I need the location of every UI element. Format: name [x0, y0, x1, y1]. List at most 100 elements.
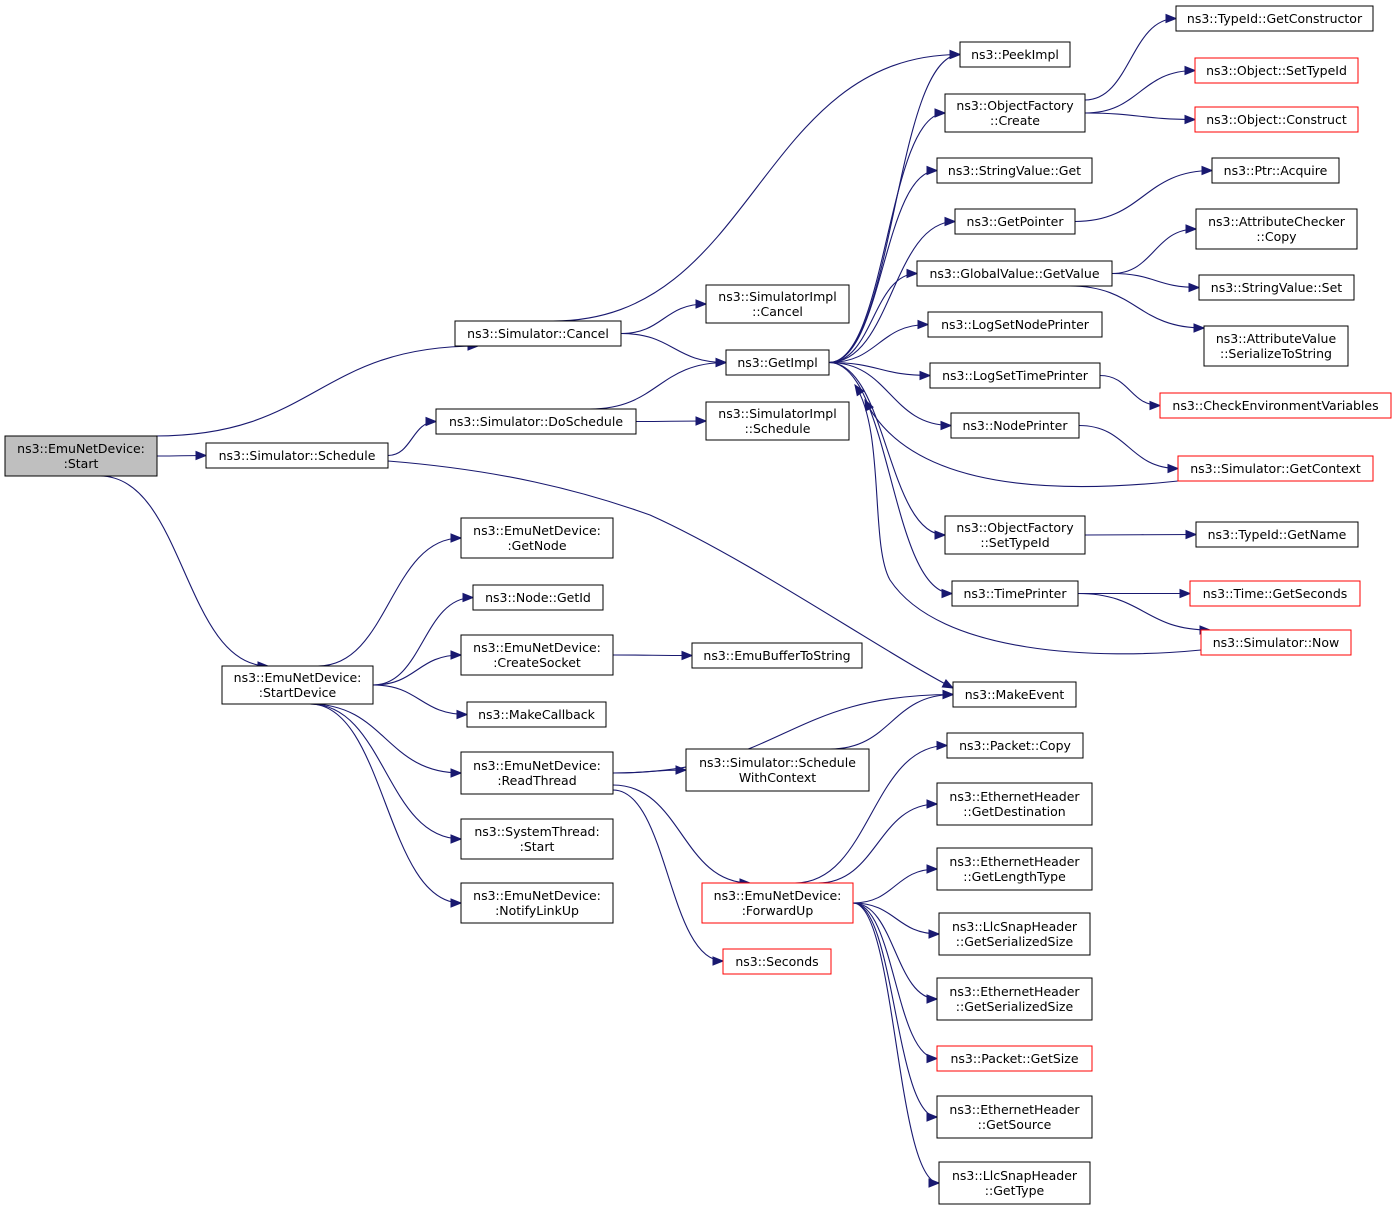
- node-notifylinkup[interactable]: ns3::EmuNetDevice::NotifyLinkUp: [460, 882, 614, 924]
- node-label: ns3::Simulator::GetContext: [1190, 461, 1361, 476]
- node-globalgetvalue[interactable]: ns3::GlobalValue::GetValue: [916, 260, 1113, 287]
- edge-getpointer-to-ptracquire: [1074, 165, 1214, 223]
- node-simschedule[interactable]: ns3::Simulator::Schedule: [205, 442, 389, 469]
- node-box: [1194, 106, 1359, 133]
- edge-getimpl-to-ofcreate: [828, 108, 947, 364]
- edge-readthread-to-seconds: [612, 789, 725, 966]
- node-box: [454, 320, 622, 347]
- node-simnow[interactable]: ns3::Simulator::Now: [1200, 629, 1352, 656]
- node-box: [460, 751, 614, 795]
- edge-nodeprinter-to-getcontext: [1078, 424, 1180, 474]
- node-getimpl[interactable]: ns3::GetImpl: [725, 349, 830, 376]
- node-attrvalueser[interactable]: ns3::AttributeValue::SerializeToString: [1203, 325, 1349, 367]
- node-getpointer[interactable]: ns3::GetPointer: [954, 208, 1076, 235]
- node-label: :CreateSocket: [493, 655, 581, 670]
- node-box: [460, 818, 614, 860]
- node-ofcreate[interactable]: ns3::ObjectFactory::Create: [944, 93, 1086, 133]
- node-doschedule[interactable]: ns3::Simulator::DoSchedule: [435, 408, 637, 435]
- node-label: :Start: [64, 456, 99, 471]
- node-packetcopy[interactable]: ns3::Packet::Copy: [946, 732, 1084, 759]
- node-nodeprinter[interactable]: ns3::NodePrinter: [950, 412, 1080, 439]
- node-forwardup[interactable]: ns3::EmuNetDevice::ForwardUp: [701, 882, 854, 924]
- node-box: [938, 912, 1091, 956]
- node-makeevent[interactable]: ns3::MakeEvent: [952, 681, 1077, 708]
- edge-ofcreate-to-objconstruct: [1084, 112, 1197, 125]
- node-llcgettype[interactable]: ns3::LlcSnapHeader::GetType: [938, 1161, 1091, 1205]
- node-emubuffer[interactable]: ns3::EmuBufferToString: [691, 642, 863, 669]
- node-label: :NotifyLinkUp: [495, 903, 579, 918]
- node-startdevice[interactable]: ns3::EmuNetDevice::StartDevice: [221, 665, 374, 705]
- edge-forwardup-to-packetcopy: [794, 740, 949, 884]
- node-label: ns3::TimePrinter: [964, 586, 1068, 601]
- node-ethgetdest[interactable]: ns3::EthernetHeader::GetDestination: [936, 782, 1093, 826]
- node-getcontext[interactable]: ns3::Simulator::GetContext: [1177, 455, 1374, 482]
- node-makecallback[interactable]: ns3::MakeCallback: [466, 701, 607, 728]
- node-label: ns3::LogSetNodePrinter: [941, 317, 1090, 332]
- edge-simcancel-to-simimplcancel: [620, 299, 708, 335]
- node-label: ns3::EmuNetDevice:: [473, 758, 601, 773]
- node-ptracquire[interactable]: ns3::Ptr::Acquire: [1211, 157, 1340, 184]
- node-typeidgetname[interactable]: ns3::TypeId::GetName: [1195, 521, 1359, 548]
- node-ethgetsource[interactable]: ns3::EthernetHeader::GetSource: [936, 1095, 1093, 1139]
- node-stringvalueset[interactable]: ns3::StringValue::Set: [1198, 274, 1355, 301]
- node-nodegetid[interactable]: ns3::Node::GetId: [472, 584, 604, 611]
- node-objsettypeid[interactable]: ns3::Object::SetTypeId: [1194, 57, 1359, 84]
- node-box: [472, 584, 604, 611]
- node-label: ns3::EmuBufferToString: [703, 648, 850, 663]
- node-ofsettypeid[interactable]: ns3::ObjectFactory::SetTypeId: [944, 515, 1086, 555]
- node-llcgetsersize[interactable]: ns3::LlcSnapHeader::GetSerializedSize: [938, 912, 1091, 956]
- edge-ofcreate-to-objsettypeid: [1084, 65, 1197, 114]
- edge-startdevice-to-readthread: [309, 703, 463, 778]
- edge-startdevice-to-makecallback: [372, 684, 469, 720]
- edge-getimpl-to-logtimeprinter: [828, 361, 932, 381]
- node-label: ns3::PeekImpl: [971, 47, 1059, 62]
- node-packetgetsize[interactable]: ns3::Packet::GetSize: [936, 1045, 1093, 1072]
- node-label: ns3::TypeId::GetConstructor: [1187, 11, 1363, 26]
- node-box: [1198, 274, 1355, 301]
- node-createsocket[interactable]: ns3::EmuNetDevice::CreateSocket: [460, 634, 614, 676]
- node-box: [221, 665, 374, 705]
- node-systhreadstart[interactable]: ns3::SystemThread::Start: [460, 818, 614, 860]
- node-getnode[interactable]: ns3::EmuNetDevice::GetNode: [460, 517, 614, 559]
- node-attrcheckercopy[interactable]: ns3::AttributeChecker::Copy: [1195, 208, 1358, 250]
- node-objconstruct[interactable]: ns3::Object::Construct: [1194, 106, 1359, 133]
- node-label: ns3::Seconds: [735, 954, 818, 969]
- node-checkenv[interactable]: ns3::CheckEnvironmentVariables: [1159, 392, 1392, 419]
- node-box: [701, 882, 854, 924]
- node-peekimpl[interactable]: ns3::PeekImpl: [959, 41, 1071, 68]
- node-getconstructor[interactable]: ns3::TypeId::GetConstructor: [1175, 5, 1374, 32]
- edge-logtimeprinter-to-checkenv: [1099, 374, 1162, 411]
- node-root[interactable]: ns3::EmuNetDevice::Start: [4, 435, 158, 477]
- node-label: ns3::CheckEnvironmentVariables: [1172, 398, 1378, 413]
- node-ethgetlentype[interactable]: ns3::EthernetHeader::GetLengthType: [936, 847, 1093, 891]
- node-box: [936, 1095, 1093, 1139]
- node-box: [936, 782, 1093, 826]
- node-box: [1203, 325, 1349, 367]
- node-label: ns3::EthernetHeader: [949, 984, 1080, 999]
- node-label: ns3::EmuNetDevice:: [473, 523, 601, 538]
- node-lognodeprinter[interactable]: ns3::LogSetNodePrinter: [927, 311, 1103, 338]
- node-simcancel[interactable]: ns3::Simulator::Cancel: [454, 320, 622, 347]
- edge-globalgetvalue-to-attrvalueser: [1069, 285, 1206, 333]
- node-label: ::Copy: [1256, 229, 1297, 244]
- node-ethgetsersize[interactable]: ns3::EthernetHeader::GetSerializedSize: [936, 977, 1093, 1021]
- node-box: [725, 349, 830, 376]
- edge-getimpl-to-nodeprinter: [828, 361, 953, 431]
- node-label: ns3::Simulator::Schedule: [219, 448, 376, 463]
- node-label: ns3::ObjectFactory: [956, 98, 1074, 113]
- edge-timeprinter-to-timegetseconds: [1077, 588, 1192, 599]
- node-timeprinter[interactable]: ns3::TimePrinter: [951, 580, 1079, 607]
- node-simimplcancel[interactable]: ns3::SimulatorImpl::Cancel: [705, 284, 850, 324]
- node-readthread[interactable]: ns3::EmuNetDevice::ReadThread: [460, 751, 614, 795]
- edge-getimpl-to-ofsettypeid: [828, 361, 947, 540]
- node-box: [705, 284, 850, 324]
- node-logtimeprinter[interactable]: ns3::LogSetTimePrinter: [929, 362, 1101, 389]
- node-stringvalueget[interactable]: ns3::StringValue::Get: [936, 157, 1093, 184]
- node-timegetseconds[interactable]: ns3::Time::GetSeconds: [1189, 580, 1361, 607]
- node-box: [460, 882, 614, 924]
- node-seconds[interactable]: ns3::Seconds: [722, 948, 832, 975]
- node-layer: ns3::EmuNetDevice::Startns3::Simulator::…: [4, 5, 1392, 1205]
- node-simimplschedule[interactable]: ns3::SimulatorImpl::Schedule: [705, 401, 850, 441]
